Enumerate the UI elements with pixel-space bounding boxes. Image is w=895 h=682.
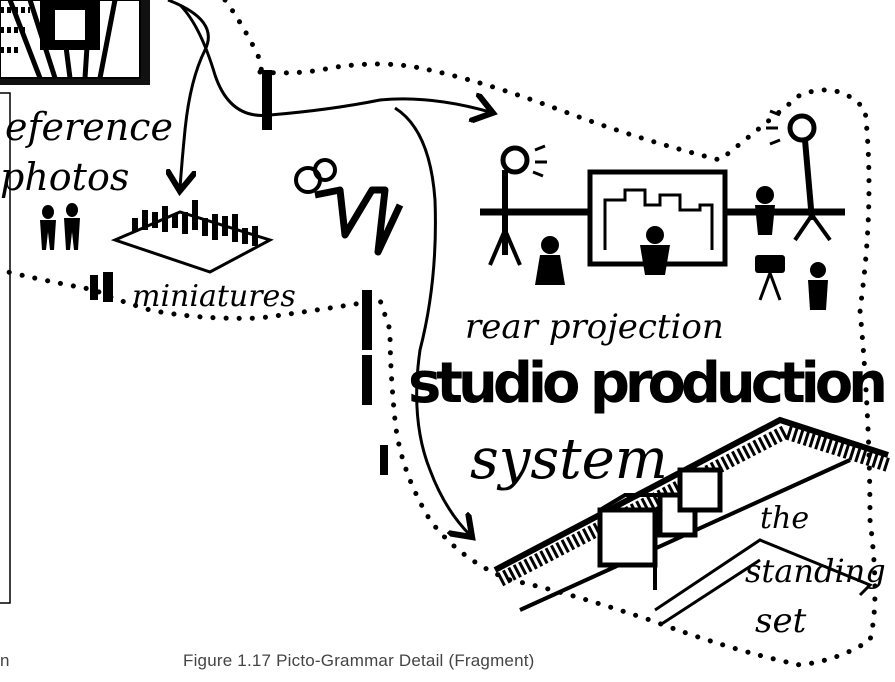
label-standing: standing bbox=[745, 552, 886, 590]
reference-photo-icon bbox=[0, 0, 150, 85]
left-fragment-text: n bbox=[0, 651, 9, 671]
label-reference: eference bbox=[5, 105, 173, 149]
rear-projection-icon bbox=[480, 111, 845, 265]
label-photos: photos bbox=[0, 155, 129, 199]
label-miniatures: miniatures bbox=[132, 279, 296, 314]
label-rear-projection: rear projection bbox=[465, 307, 724, 347]
label-system: system bbox=[470, 427, 668, 492]
label-the: the bbox=[760, 501, 809, 536]
label-studio-production: studio production bbox=[408, 351, 888, 416]
label-set: set bbox=[755, 601, 807, 641]
people-icon bbox=[40, 203, 80, 250]
camera-crane-icon bbox=[296, 160, 400, 252]
miniatures-icon bbox=[115, 200, 270, 272]
figure-caption: Figure 1.17 Picto-Grammar Detail (Fragme… bbox=[183, 651, 535, 671]
